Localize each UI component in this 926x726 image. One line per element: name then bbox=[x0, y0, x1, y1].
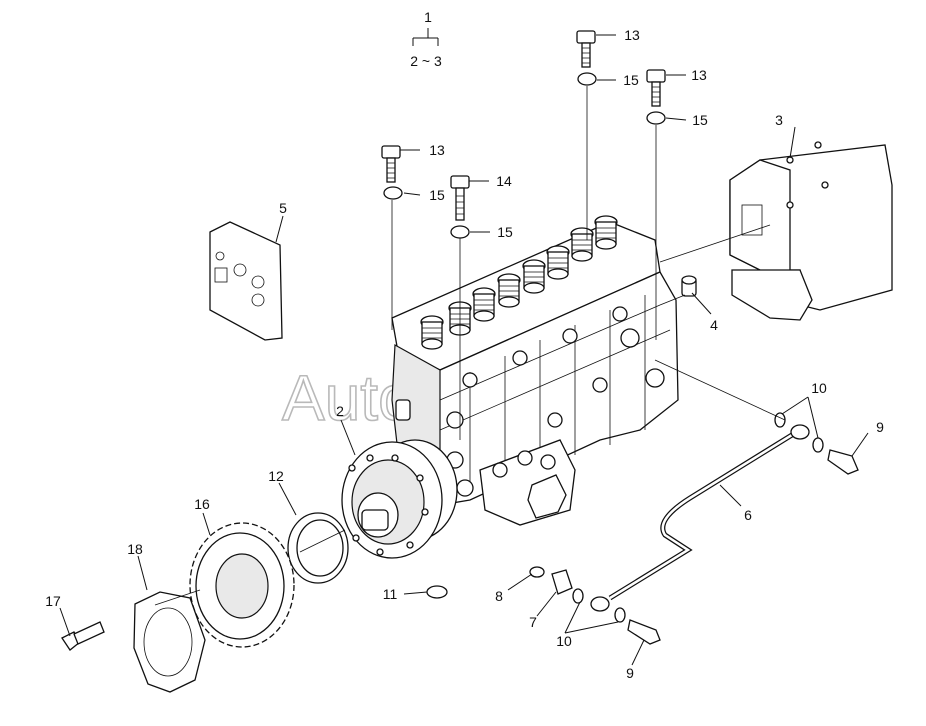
callout-10-lower: 10 bbox=[556, 633, 572, 649]
leader-lines bbox=[59, 34, 869, 666]
callout-7: 7 bbox=[529, 614, 537, 630]
washer-15-left bbox=[383, 186, 403, 200]
bracket-3 bbox=[729, 141, 893, 321]
o-ring-11 bbox=[426, 585, 448, 599]
callout-15-left: 15 bbox=[429, 187, 445, 203]
washer-15-center bbox=[577, 72, 597, 86]
bolt-9-upper bbox=[827, 449, 859, 475]
callout-18: 18 bbox=[127, 541, 143, 557]
drive-coupling bbox=[341, 439, 458, 559]
callout-10-upper: 10 bbox=[811, 380, 827, 396]
washer-15-mid bbox=[450, 225, 470, 239]
callout-6: 6 bbox=[744, 507, 752, 523]
alignment-lines bbox=[154, 86, 786, 606]
callout-9-upper: 9 bbox=[876, 419, 884, 435]
callout-13-right: 13 bbox=[691, 67, 707, 83]
washer-10-upper-b bbox=[812, 437, 824, 453]
callout-15-right: 15 bbox=[692, 112, 708, 128]
callout-17: 17 bbox=[45, 593, 61, 609]
washer-10-upper-a bbox=[774, 412, 786, 428]
bolt-14 bbox=[450, 175, 470, 221]
fuel-pipe-6 bbox=[590, 424, 810, 612]
washer-10-lower-b bbox=[614, 607, 626, 623]
bolt-17 bbox=[61, 621, 105, 651]
callout-1: 1 bbox=[424, 9, 432, 25]
callout-2: 2 bbox=[336, 403, 344, 419]
bolt-13-center bbox=[576, 30, 596, 68]
banjo-bolt-7 bbox=[551, 569, 573, 595]
callout-13-center: 13 bbox=[624, 27, 640, 43]
fitting-4 bbox=[681, 275, 697, 297]
callout-4: 4 bbox=[710, 317, 718, 333]
delivery-valve-holders bbox=[420, 215, 618, 350]
cover-plate-5 bbox=[209, 221, 283, 341]
callout-15-center: 15 bbox=[623, 72, 639, 88]
callout-9-lower: 9 bbox=[626, 665, 634, 681]
bolt-13-left bbox=[381, 145, 401, 183]
washer-10-lower-a bbox=[572, 588, 584, 604]
callout-14: 14 bbox=[496, 173, 512, 189]
callout-3: 3 bbox=[775, 112, 783, 128]
callout-8: 8 bbox=[495, 588, 503, 604]
callout-12: 12 bbox=[268, 468, 284, 484]
callout-15-mid: 15 bbox=[497, 224, 513, 240]
callout-11: 11 bbox=[383, 586, 398, 602]
bolt-9-lower bbox=[627, 619, 661, 645]
callout-1-range: 2 ~ 3 bbox=[410, 53, 442, 69]
timing-gear bbox=[189, 522, 295, 648]
washer-8 bbox=[529, 566, 545, 578]
gasket-plate bbox=[133, 591, 206, 693]
callout-5: 5 bbox=[279, 200, 287, 216]
callout-13-left: 13 bbox=[429, 142, 445, 158]
item-1-bracket bbox=[412, 28, 439, 46]
washer-15-right bbox=[646, 111, 666, 125]
callout-16: 16 bbox=[194, 496, 210, 512]
bolt-13-right bbox=[646, 69, 666, 107]
oil-seal bbox=[287, 512, 349, 584]
